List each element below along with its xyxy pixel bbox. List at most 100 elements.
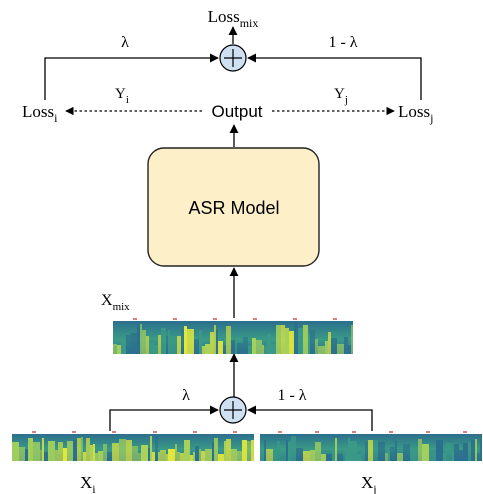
spectrogram-band	[345, 448, 348, 461]
spectrogram-band	[224, 441, 226, 461]
spectrogram-band	[155, 436, 158, 461]
spectrogram-band	[480, 439, 482, 461]
loss-i-label: Lossi	[22, 102, 58, 125]
spectrogram-band	[168, 449, 175, 461]
spectrogram-band	[149, 343, 154, 354]
spectrogram-tick	[333, 318, 337, 320]
spectrogram-band	[231, 340, 235, 354]
spectrogram-tick	[153, 431, 157, 433]
spectrogram-band	[248, 346, 252, 354]
spectrogram-band	[152, 452, 155, 461]
spectrogram-band	[112, 443, 119, 461]
spectrogram-band	[55, 450, 58, 461]
spectrogram-band	[137, 324, 140, 354]
spectrogram-band	[201, 451, 205, 461]
spectrogram-band	[368, 440, 373, 461]
asr-model-box	[147, 147, 320, 267]
spectrogram-tick	[463, 431, 467, 433]
spectrogram-band	[214, 325, 216, 354]
spectrogram-band	[388, 451, 390, 461]
spectrogram-band	[223, 345, 226, 354]
spectrogram-band	[343, 452, 345, 461]
spectrogram-band	[67, 441, 73, 461]
spectrogram-band	[418, 439, 422, 461]
spectrogram-band	[260, 451, 264, 461]
spectrogram-band	[161, 328, 166, 354]
spectrogram-band	[247, 441, 251, 461]
spectrogram-band	[286, 440, 288, 461]
spectrogram-band	[218, 454, 224, 461]
spectrogram-band	[194, 339, 199, 354]
spectrogram-band	[160, 450, 166, 461]
spectrogram-band	[142, 330, 146, 354]
spectrogram-band	[235, 341, 237, 354]
spectrogram-band	[44, 452, 48, 461]
spectrogram-band	[475, 439, 477, 461]
spectrogram-band	[48, 441, 55, 461]
spectrogram-band	[214, 438, 218, 461]
spectrogram-band	[373, 440, 378, 461]
spectrogram-band	[184, 440, 190, 461]
spectrogram-band	[477, 453, 480, 461]
spectrogram-band	[42, 438, 44, 461]
loss-mix-label: Lossmix	[208, 7, 259, 30]
spectrogram-band	[416, 451, 418, 461]
spectrogram-band	[237, 451, 242, 461]
spectrogram-band	[103, 444, 107, 461]
spectrogram-band	[365, 442, 368, 461]
spectrogram-band	[443, 453, 446, 461]
spectrogram-band	[166, 454, 168, 461]
spectrogram-band	[459, 450, 463, 461]
spectrogram-band	[202, 346, 205, 354]
spectrogram-band	[158, 452, 160, 461]
spectrogram-band	[138, 453, 141, 461]
spectrogram-tick	[32, 431, 36, 433]
spectrogram-band	[154, 345, 158, 354]
spectrogram-band	[395, 441, 397, 461]
spectrogram-band	[146, 336, 149, 354]
spectrogram-tick	[233, 431, 237, 433]
spectrogram-band	[337, 344, 344, 354]
spectrogram-band	[357, 454, 361, 461]
spectrogram-tick	[173, 318, 177, 320]
spectrogram-band	[328, 332, 331, 354]
spectrogram-x-j	[260, 431, 482, 461]
spectrogram-band	[243, 337, 248, 354]
spectrogram-band	[113, 344, 117, 354]
spectrogram-band	[19, 447, 25, 461]
spectrogram-band	[150, 436, 152, 461]
spectrogram-band	[226, 326, 231, 354]
spectrogram-band	[335, 438, 337, 461]
spectrogram-tick	[293, 318, 297, 320]
spectrogram-band	[321, 454, 326, 461]
one-minus-lambda-top-label: 1 - λ	[328, 34, 357, 51]
spectrogram-band	[385, 453, 388, 461]
output-row: Lossi Output Lossj Yi Yj	[22, 86, 433, 125]
spectrogram-band	[251, 440, 254, 461]
spectrogram-band	[58, 442, 63, 461]
spectrogram-band	[331, 338, 337, 354]
spectrogram-band	[119, 439, 126, 461]
spectrogram-band	[175, 444, 177, 461]
spectrogram-band	[378, 442, 385, 461]
spectrogram-band	[310, 450, 315, 461]
spectrogram-band	[390, 447, 395, 461]
spectrogram-band	[315, 442, 321, 461]
spectrogram-band	[348, 438, 350, 461]
spectrogram-band	[12, 442, 19, 461]
spectrogram-band	[140, 324, 142, 354]
spectrogram-band	[205, 344, 210, 354]
spectrogram-band	[315, 339, 318, 354]
spectrogram-tick	[426, 431, 430, 433]
spectrogram-band	[281, 325, 285, 354]
spectrogram-band	[348, 345, 351, 354]
spectrogram-band	[190, 455, 193, 461]
spectrogram-band	[199, 449, 201, 461]
spectrogram-band	[454, 444, 459, 461]
spectrogram-band	[83, 452, 86, 461]
spectrogram-band	[280, 445, 286, 461]
spectrogram-band	[310, 330, 315, 354]
spectrogram-band	[231, 449, 237, 461]
spectrogram-band	[28, 438, 33, 461]
spectrogram-band	[90, 445, 93, 461]
